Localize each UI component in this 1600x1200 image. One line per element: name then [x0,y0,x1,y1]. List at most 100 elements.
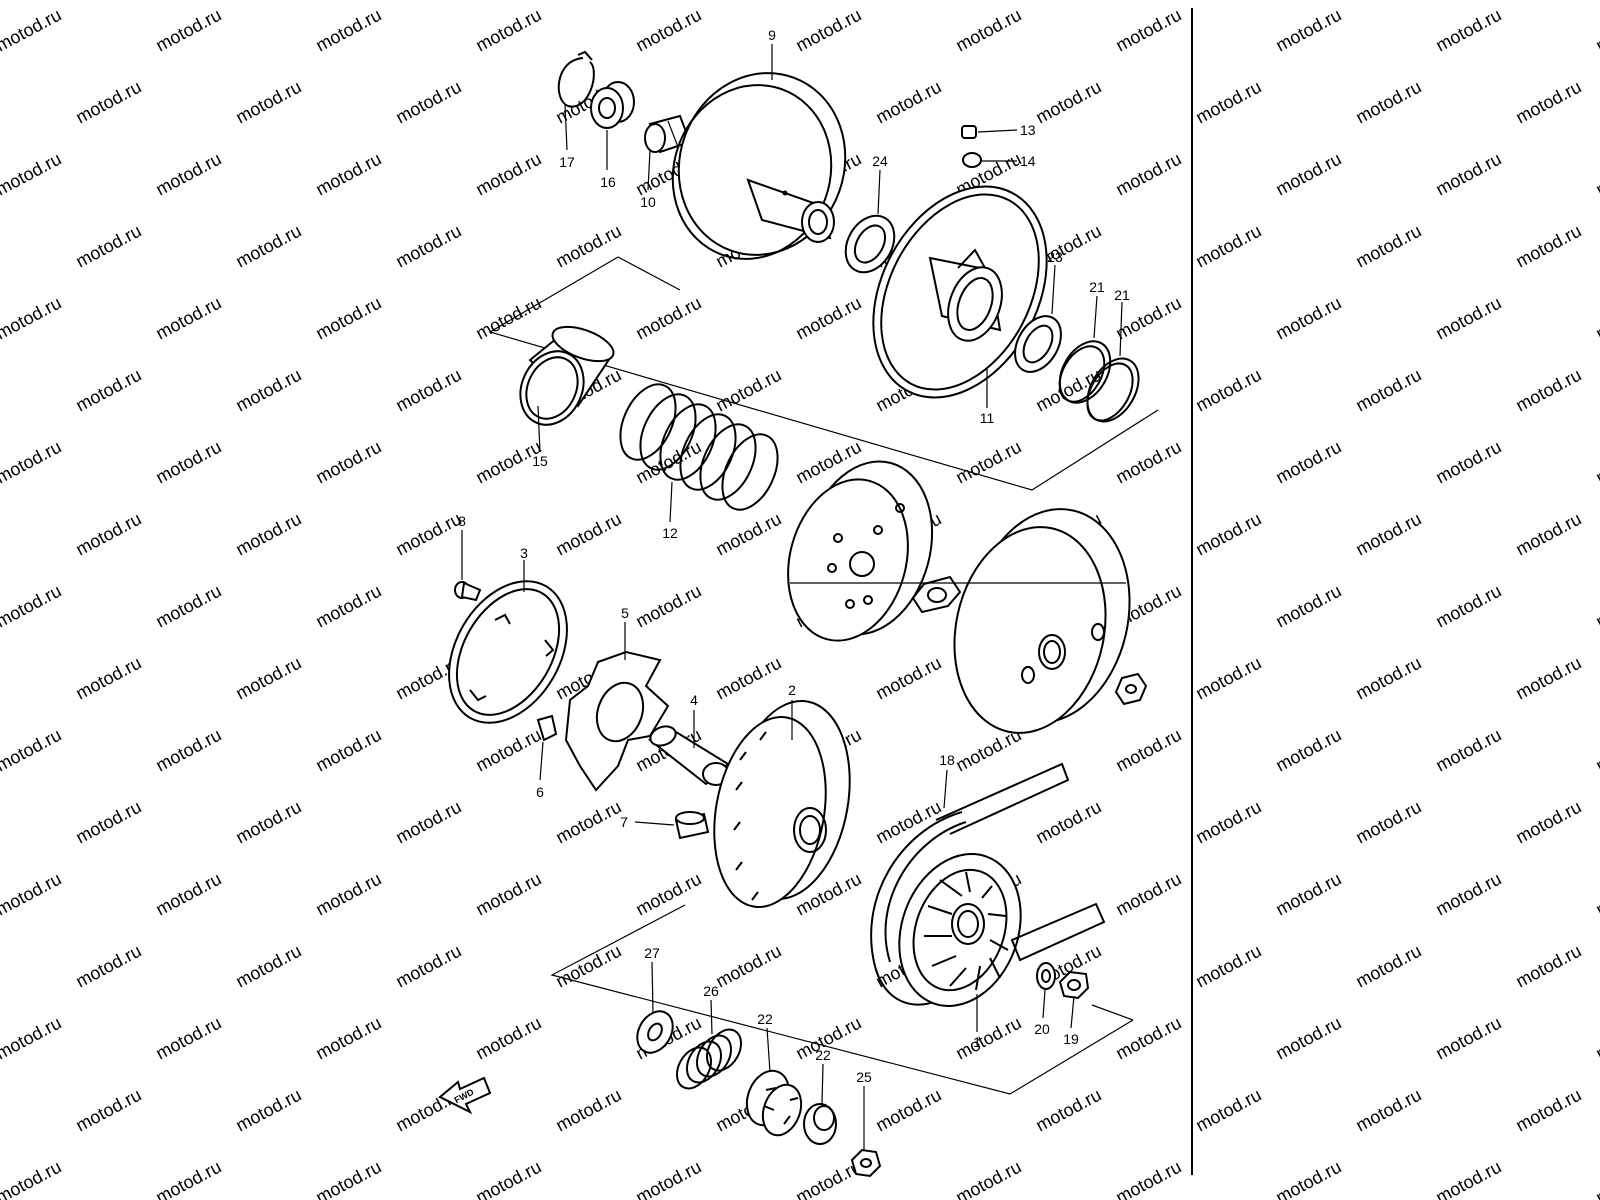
upper-group-outline-edge [617,256,681,291]
nut-part-27 [850,1148,882,1178]
cap-part-24 [803,1103,837,1145]
watermark-text: motod.ru [1112,869,1184,920]
watermark-text: motod.ru [1192,365,1264,416]
watermark-text: motod.ru [392,221,464,272]
forward-direction-arrow: FWD [438,1076,492,1115]
watermark-text: motod.ru [232,941,304,992]
watermark-text: motod.ru [472,5,544,56]
callout-22a: 24 [872,153,888,169]
lower-group-outline [550,904,1134,1095]
watermark-text: motod.ru [1272,1157,1344,1200]
watermark-text: motod.ru [0,1157,65,1200]
watermark-text: motod.ru [232,509,304,560]
housing-nut [1114,672,1148,706]
watermark-text: motod.ru [1512,365,1584,416]
watermark-text: motod.ru [1592,1157,1600,1200]
watermark-text: motod.ru [312,149,384,200]
o-ring-part-21b [1086,357,1140,423]
watermark-text: motod.ru [72,509,144,560]
callout-26: 27 [644,945,660,961]
watermark-text: motod.ru [1112,5,1184,56]
watermark-text: motod.ru [1272,581,1344,632]
watermark-text: motod.ru [232,653,304,704]
lower-group-outline-edge [1091,1004,1134,1021]
watermark-text: motod.ru [72,653,144,704]
watermark-text: motod.ru [1432,869,1504,920]
watermark-text: motod.ru [1112,1013,1184,1064]
watermark-text: motod.ru [312,293,384,344]
watermark-text: motod.ru [72,221,144,272]
watermark-text: motod.ru [1352,941,1424,992]
watermark-text: motod.ru [1512,221,1584,272]
callout-20: 20 [1034,1021,1050,1037]
watermark-text: motod.ru [1352,797,1424,848]
upper-group-outline [488,256,1159,491]
clutch-nut [911,575,962,614]
watermark-text: motod.ru [1272,1013,1344,1064]
watermark-text: motod.ru [152,149,224,200]
retainer-plate-part-3 [448,580,568,724]
watermark-text: motod.ru [1592,149,1600,200]
watermark-text: motod.ru [1032,797,1104,848]
watermark-text: motod.ru [552,221,624,272]
callout-13: 13 [1020,122,1036,138]
watermark-text: motod.ru [952,1013,1024,1064]
watermark-text: motod.ru [152,1013,224,1064]
watermark-text: motod.ru [1192,941,1264,992]
watermark-text: motod.ru [472,1157,544,1200]
callout-19: 19 [1063,1031,1079,1047]
watermark-text: motod.ru [312,5,384,56]
callout-2: 2 [788,682,796,698]
watermark-text: motod.ru [312,437,384,488]
callout-21b: 21 [1114,287,1130,303]
watermark-text: motod.ru [872,653,944,704]
watermark-text: motod.ru [392,941,464,992]
watermark-text: motod.ru [1272,869,1344,920]
watermark-text: motod.ru [1592,5,1600,56]
watermark-text: motod.ru [72,77,144,128]
watermark-text: motod.ru [632,5,704,56]
watermark-text: motod.ru [152,725,224,776]
movable-drive-face-part-2 [713,700,851,909]
watermark-text: motod.ru [232,365,304,416]
watermark-text: motod.ru [72,941,144,992]
watermark-text: motod.ru [1192,221,1264,272]
watermark-text: motod.ru [1352,509,1424,560]
watermark-text: motod.ru [1432,725,1504,776]
callout-10: 10 [640,194,656,210]
watermark-text: motod.ru [1432,293,1504,344]
watermark-text: motod.ru [1432,5,1504,56]
watermark-text: motod.ru [1112,437,1184,488]
watermark-text: motod.ru [632,1157,704,1200]
watermark-text: motod.ru [472,293,544,344]
watermark-text: motod.ru [712,653,784,704]
callout-17: 17 [559,154,575,170]
watermark-text: motod.ru [1592,293,1600,344]
watermark-text: motod.ru [1592,1013,1600,1064]
watermark-text: motod.ru [632,293,704,344]
watermark-text: motod.ru [472,869,544,920]
guide-pin-part-13 [961,125,977,139]
watermark-text: motod.ru [152,1157,224,1200]
callout-24: 22 [815,1047,831,1063]
watermark-text: motod.ru [392,77,464,128]
watermark-text: motod.ru [1032,1085,1104,1136]
spring-guide-part-15 [519,325,615,426]
watermark-text: motod.ru [632,869,704,920]
circlip-part-17 [557,50,595,108]
watermark-text: motod.ru [152,437,224,488]
watermark-text: motod.ru [312,581,384,632]
watermark-text: motod.ru [0,437,65,488]
callout-23: 22 [757,1011,773,1027]
watermark-text: motod.ru [232,797,304,848]
watermark-text: motod.ru [1432,149,1504,200]
watermark-text: motod.ru [0,581,65,632]
fixed-drive-face-part-1 [898,853,1106,1007]
callout-12: 12 [662,525,678,541]
callout-5: 5 [621,605,629,621]
watermark-text: motod.ru [1272,149,1344,200]
callout-6: 6 [536,784,544,800]
watermark-text: motod.ru [472,725,544,776]
o-ring-part-21a [1058,340,1112,404]
